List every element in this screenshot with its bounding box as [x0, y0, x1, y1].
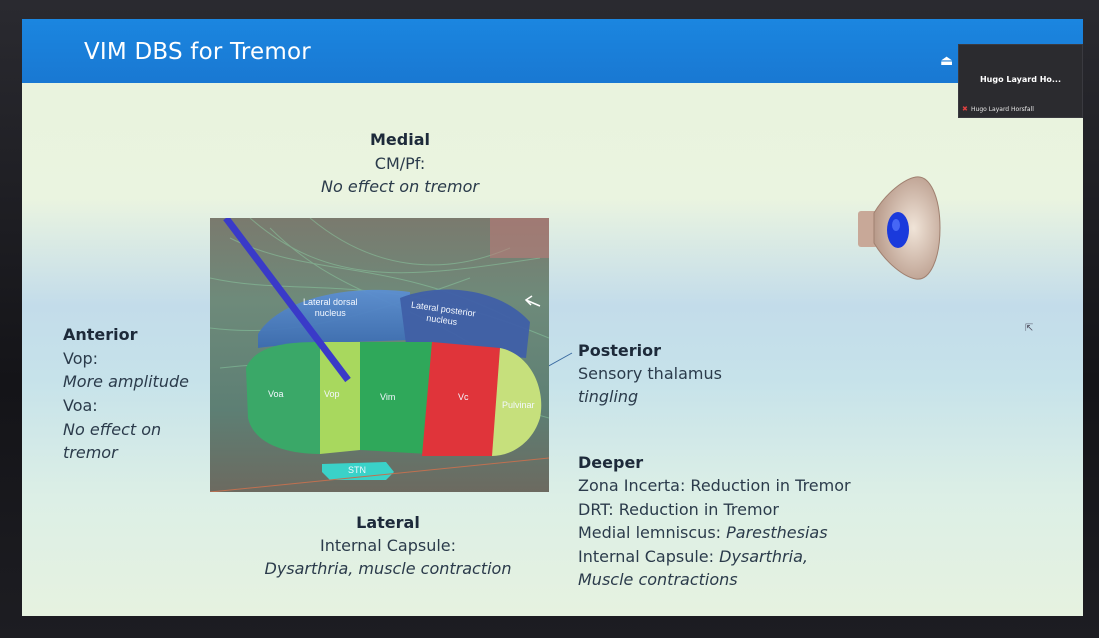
- figure-label-vim: Vim: [380, 392, 396, 402]
- deeper-line3-italic: Paresthesias: [726, 523, 828, 542]
- deeper-line4-italic: Dysarthria,: [719, 547, 808, 566]
- thalamus-figure-graphic: [210, 218, 549, 492]
- mouse-cursor-icon: ⇱: [1025, 323, 1034, 334]
- lateral-line2: Dysarthria, muscle contraction: [264, 559, 512, 578]
- slide-title: VIM DBS for Tremor: [84, 39, 311, 65]
- deeper-line4: Internal Capsule: Dysarthria,: [578, 545, 808, 568]
- slide-title-bar: VIM DBS for Tremor ⏏: [22, 19, 1083, 83]
- lateral-heading: Lateral: [356, 513, 420, 532]
- medial-heading: Medial: [370, 130, 430, 149]
- deeper-line1: Zona Incerta: Reduction in Tremor: [578, 476, 851, 495]
- anterior-heading: Anterior: [63, 325, 138, 344]
- figure-label-pulvinar: Pulvinar: [502, 400, 535, 410]
- figure-label-lateral-dorsal: Lateral dorsal nucleus: [303, 297, 358, 319]
- deeper-line3: Medial lemniscus: Paresthesias: [578, 521, 828, 544]
- share-icon[interactable]: ⏏: [940, 53, 954, 69]
- figure-label-vop: Vop: [324, 389, 340, 399]
- figure-label-stn: STN: [348, 465, 366, 475]
- deeper-line3-plain: Medial lemniscus:: [578, 523, 727, 542]
- figure-label-voa: Voa: [268, 389, 284, 399]
- anterior-line2: More amplitude: [63, 372, 189, 391]
- anterior-line5: tremor: [63, 443, 118, 462]
- anterior-line4: No effect on: [63, 420, 162, 439]
- deeper-line5: Muscle contractions: [578, 570, 738, 589]
- medial-line2: No effect on tremor: [321, 177, 479, 196]
- deeper-line4-plain: Internal Capsule:: [578, 547, 720, 566]
- speaker-icon[interactable]: [856, 173, 942, 283]
- participant-video-tile[interactable]: Hugo Layard Ho... ✖ Hugo Layard Horsfall: [958, 44, 1083, 118]
- anterior-line1: Vop:: [63, 349, 99, 368]
- presentation-slide: VIM DBS for Tremor ⏏ Medial CM/Pf: No ef…: [22, 19, 1083, 616]
- posterior-line2: tingling: [578, 387, 639, 406]
- participant-tile-name: Hugo Layard Ho...: [979, 75, 1062, 84]
- lateral-line1: Internal Capsule:: [319, 536, 457, 555]
- thalamus-figure: Lateral dorsal nucleus Lateral posterior…: [210, 218, 549, 492]
- figure-label-vc: Vc: [458, 392, 469, 402]
- mic-muted-icon: ✖: [962, 105, 968, 113]
- posterior-line1: Sensory thalamus: [578, 364, 722, 383]
- label-ld: Lateral dorsal nucleus: [303, 297, 358, 318]
- participant-name-label: Hugo Layard Horsfall: [971, 106, 1034, 113]
- posterior-heading: Posterior: [578, 341, 661, 360]
- medial-line1: CM/Pf:: [374, 154, 426, 173]
- anterior-line3: Voa:: [63, 396, 98, 415]
- deeper-line2: DRT: Reduction in Tremor: [578, 500, 779, 519]
- deeper-heading: Deeper: [578, 453, 644, 472]
